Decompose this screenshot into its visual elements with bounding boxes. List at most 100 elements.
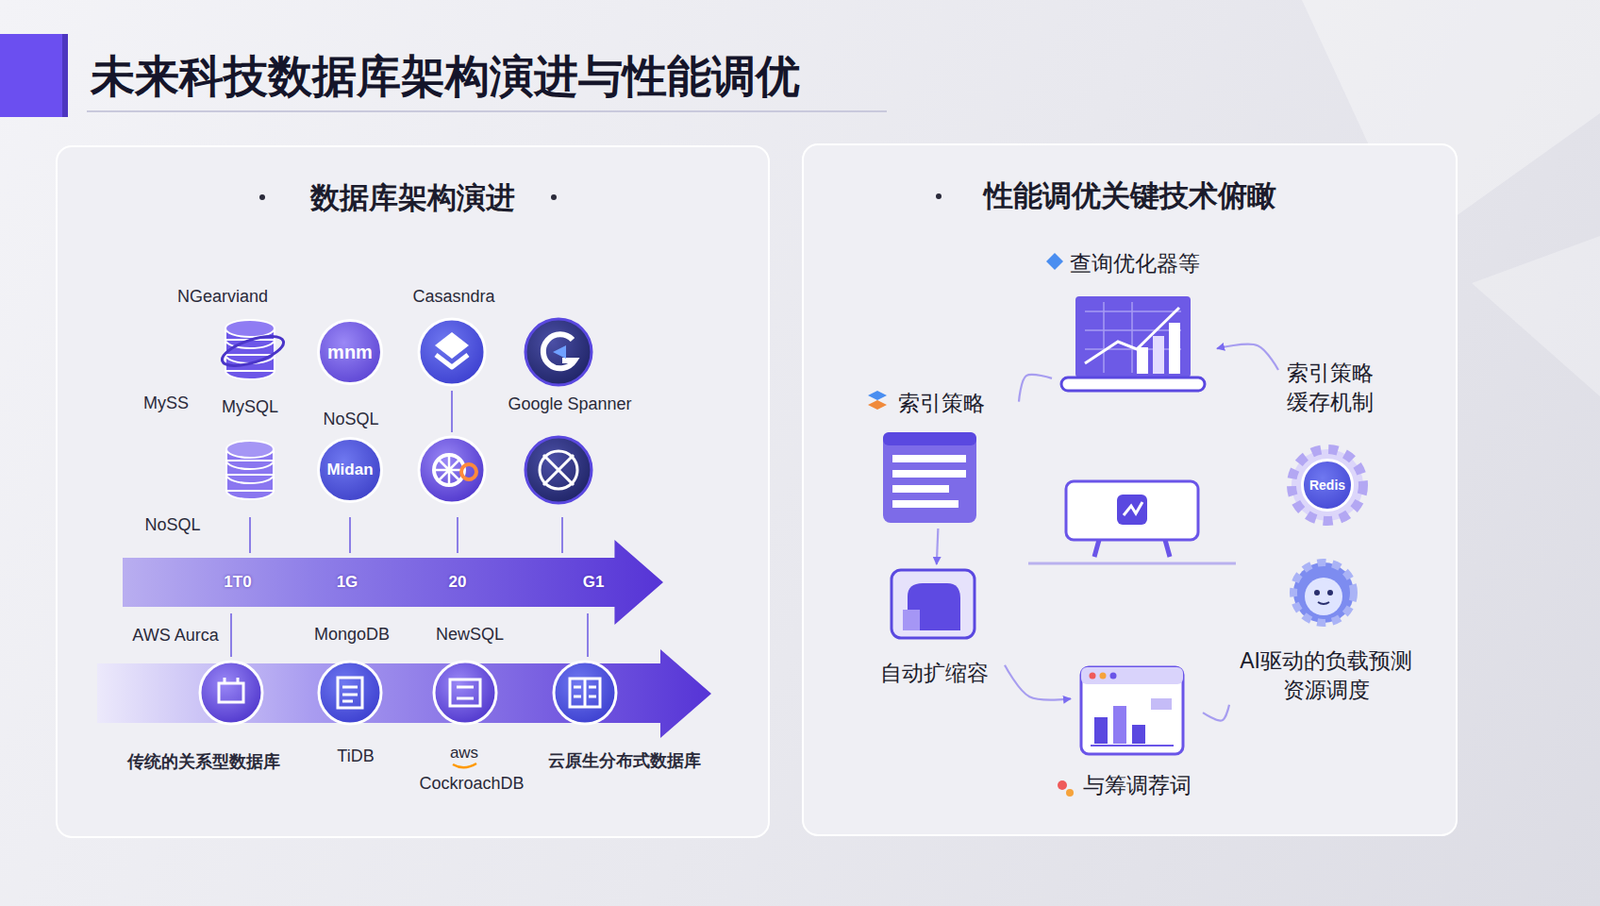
tech-item: 自动扩缩容 <box>863 564 1005 694</box>
monitor-icon <box>1116 494 1148 525</box>
timeline-icon <box>553 661 617 724</box>
dashboard-icon <box>1110 672 1117 680</box>
dashboard-icon <box>1094 716 1108 744</box>
node-label: 查询优化器等 <box>1069 249 1200 279</box>
dashboard-icon <box>1113 705 1127 744</box>
db-label: NoSQL <box>144 515 200 535</box>
node-label: 自动扩缩容 <box>880 658 989 688</box>
db-label: MongoDB <box>314 624 390 645</box>
timeline-icon <box>218 677 244 702</box>
flow-connector <box>1216 344 1279 370</box>
db-label: Google Spanner <box>507 394 632 415</box>
flow-connector <box>1202 704 1230 721</box>
ai-bot-icon <box>1293 562 1354 623</box>
logo-node: Midan <box>316 436 384 503</box>
db-label: AWS Aurca <box>132 625 218 646</box>
chart-icon <box>1075 296 1191 378</box>
redis-gear <box>1291 449 1364 521</box>
timeline-band: 1T01G20G1 <box>122 539 664 625</box>
logo-circle <box>433 454 465 485</box>
timeline-icon <box>433 661 497 724</box>
timeline-icon <box>337 677 363 708</box>
monitor-icon <box>1028 562 1236 566</box>
dashboard-icon <box>1081 666 1184 754</box>
db-label: CockroachDB <box>418 773 524 794</box>
monitor-icon <box>1123 501 1143 516</box>
panel: 数据库架构演进mnmMidan1T01G20G1 <box>56 146 769 837</box>
flow-connector <box>1004 665 1071 700</box>
db-label: MySS <box>143 393 189 414</box>
bullet-icon <box>867 390 887 400</box>
flow-connector <box>1018 374 1052 402</box>
list-icon <box>892 469 967 478</box>
logo-node: mnm <box>316 318 384 385</box>
tick-line <box>586 613 589 657</box>
logo-circle <box>543 333 575 368</box>
heading-dot <box>259 194 266 200</box>
year-mark: 1G <box>336 571 359 594</box>
db-label: 传统的关系型数据库 <box>127 750 281 773</box>
timeline-icon <box>450 679 481 706</box>
year-mark: 1T0 <box>223 571 251 594</box>
title-bar <box>86 110 887 113</box>
database-icon <box>226 440 274 458</box>
ai-bot-icon <box>1327 589 1334 596</box>
light-streak <box>1471 235 1600 397</box>
title-bar <box>62 33 68 117</box>
logo-circle <box>433 454 465 485</box>
bullet-icon <box>867 400 887 410</box>
logo-circle <box>543 454 574 485</box>
panel-ground <box>56 146 769 837</box>
tick-line <box>450 390 453 433</box>
logo-circle <box>435 354 468 367</box>
tick-line <box>349 516 351 553</box>
panel-ground <box>56 144 1457 837</box>
timeline-icon <box>318 661 382 724</box>
list-icon <box>892 500 959 508</box>
bullet-icon <box>867 252 1074 797</box>
chart-icon <box>1084 307 1180 364</box>
list-icon <box>883 432 977 523</box>
node-label: 与筹调荐词 <box>1083 770 1192 800</box>
db-label: NGearviand <box>177 286 268 307</box>
ai-bot-icon <box>1304 577 1343 616</box>
tick-line <box>231 390 588 657</box>
timeline-arrow <box>97 649 712 738</box>
db-label: 云原生分布式数据库 <box>548 749 701 772</box>
tick-line <box>456 516 459 553</box>
list-icon <box>883 432 977 446</box>
panel-heading: 性能调优关键技术俯瞰 <box>983 176 1277 217</box>
chart-icon <box>1152 335 1165 374</box>
db-label: aws <box>450 743 479 763</box>
aws-smile <box>452 763 477 767</box>
timeline-arrow <box>97 649 712 738</box>
year-mark: 20 <box>449 571 467 594</box>
timeline-icon <box>200 661 617 724</box>
dashboard-icon <box>1089 672 1097 680</box>
slide-title: 未来科技数据库架构演进与性能调优 <box>90 47 800 107</box>
logo-circle <box>525 436 592 503</box>
dashboard-icon <box>1100 672 1107 680</box>
node-label: Midan <box>326 459 373 482</box>
title-bar <box>0 33 887 117</box>
panel-ground <box>802 144 1457 835</box>
scale-icon <box>891 569 975 638</box>
node-label: 索引策略 <box>898 388 985 418</box>
tech-item: 索引策略 <box>863 384 1019 529</box>
bullet-icon <box>1046 252 1064 270</box>
database-icon <box>218 319 287 500</box>
database-icon <box>218 330 287 372</box>
logo-circle <box>461 464 477 480</box>
db-label: Casasndra <box>412 286 495 307</box>
timeline-icon <box>569 678 600 707</box>
redis-gear <box>1291 449 1364 521</box>
logo-circle <box>418 318 485 385</box>
list-icon <box>892 484 950 493</box>
panel: 性能调优关键技术俯瞰查询优化器等索引策略索引策略 缓存机制Redis自动扩缩容A… <box>802 144 1457 835</box>
scale-icon <box>902 609 920 631</box>
database-icon <box>225 319 275 380</box>
ai-bot-icon <box>1293 562 1354 623</box>
node-label: mnm <box>327 339 373 366</box>
redis-badge: Redis <box>1300 458 1354 512</box>
